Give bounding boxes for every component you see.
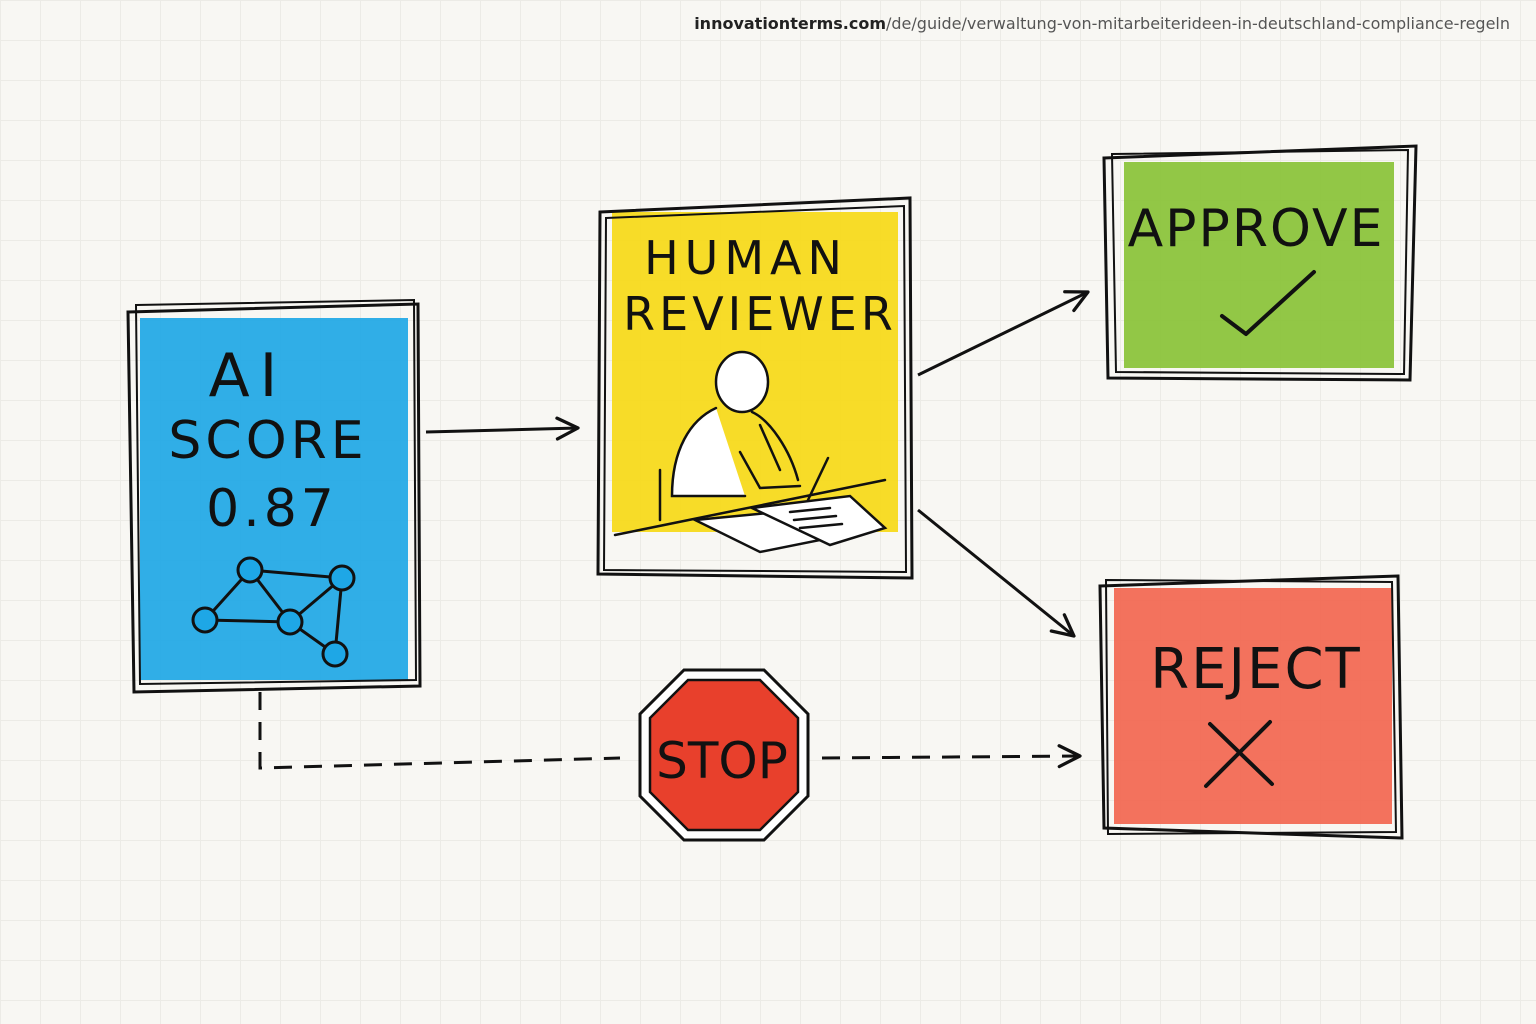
ai-box-line2: SCORE	[168, 411, 367, 471]
source-url: innovationterms.com/de/guide/verwaltung-…	[694, 14, 1510, 33]
person-at-desk-icon	[613, 350, 888, 554]
dashed-line-ai-to-stop	[258, 692, 621, 770]
source-path: /de/guide/verwaltung-von-mitarbeiteridee…	[886, 14, 1510, 33]
approve-box-fill	[1124, 162, 1394, 368]
stop-label: STOP	[656, 732, 788, 790]
ai-box-line1: AI	[209, 341, 288, 411]
human-box-line2: REVIEWER	[623, 287, 897, 341]
approve-label: APPROVE	[1128, 199, 1385, 259]
dashed-arrow-stop-to-reject	[821, 744, 1082, 769]
x-icon	[1204, 720, 1274, 788]
network-graph-icon	[191, 556, 356, 668]
reject-box: REJECT	[1098, 574, 1404, 840]
reject-label: REJECT	[1150, 637, 1362, 702]
human-reviewer-box: HUMAN REVIEWER	[596, 196, 914, 580]
arrow-human-to-approve	[917, 290, 1090, 377]
ai-box-line3: 0.87	[206, 479, 338, 539]
ai-box-fill	[140, 318, 408, 680]
reject-box-fill	[1114, 588, 1392, 824]
human-box-line1: HUMAN	[644, 231, 848, 285]
checkmark-icon	[1220, 270, 1316, 336]
arrow-ai-to-human	[425, 416, 580, 441]
stop-sign: STOP	[638, 668, 810, 842]
arrow-human-to-reject	[917, 508, 1076, 638]
ai-score-box: AI SCORE 0.87	[126, 298, 422, 694]
approve-box: APPROVE	[1102, 144, 1418, 382]
source-domain: innovationterms.com	[694, 14, 886, 33]
